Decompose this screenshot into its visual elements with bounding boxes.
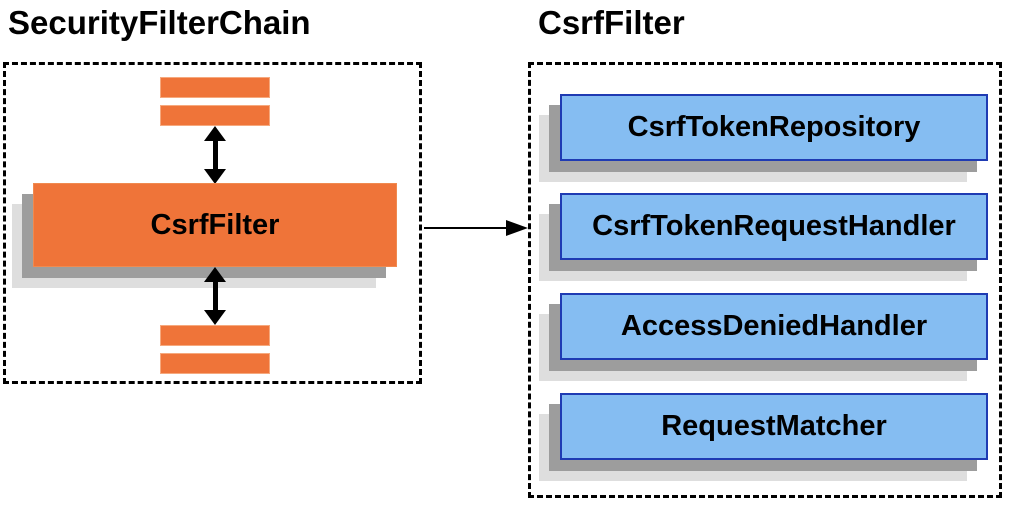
filter-bar [160,353,270,374]
csrf-filter-components-container: CsrfTokenRepository CsrfTokenRequestHand… [528,62,1002,498]
component-csrf-token-request-handler: CsrfTokenRequestHandler [560,193,988,260]
csrf-filter-node: CsrfFilter [33,183,397,267]
filter-bar [160,325,270,346]
arrow-shaft [212,282,218,310]
filter-bar [160,77,270,98]
csrf-filter-title: CsrfFilter [538,4,685,41]
csrf-filter-node-label: CsrfFilter [150,208,280,241]
component-access-denied-handler: AccessDeniedHandler [560,293,988,360]
up-down-arrow-icon [204,267,226,325]
arrow-shaft [424,226,506,229]
arrowhead-up-icon [204,126,226,141]
up-down-arrow-icon [204,126,226,184]
arrowhead-up-icon [204,267,226,282]
security-filter-chain-title: SecurityFilterChain [8,4,311,41]
filter-bar [160,105,270,126]
security-filter-chain-container: CsrfFilter [3,62,422,384]
arrow-shaft [212,141,218,169]
arrowhead-down-icon [204,169,226,184]
arrowhead-right-icon [506,219,528,236]
arrowhead-down-icon [204,310,226,325]
component-csrf-token-repository: CsrfTokenRepository [560,94,988,161]
connector-arrow-icon [424,219,528,236]
component-request-matcher: RequestMatcher [560,393,988,460]
